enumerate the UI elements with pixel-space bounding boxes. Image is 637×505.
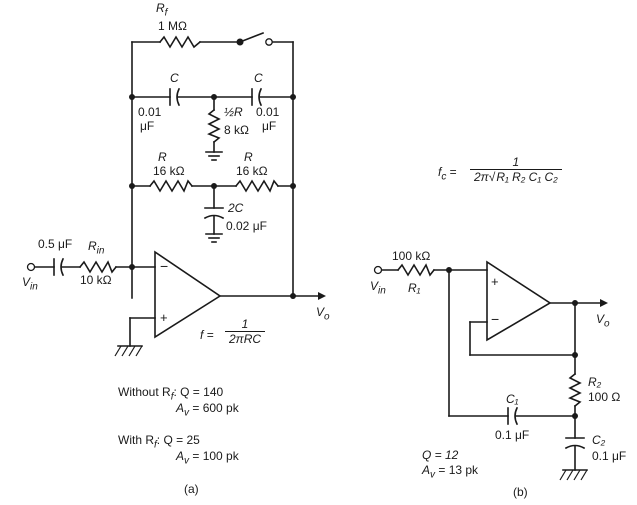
vin-label-b: Vin [370,279,386,297]
caption-b: (b) [513,485,528,499]
r-left-label: R [158,150,167,164]
opamp-a-plus: + [160,310,168,325]
r-right-value: 16 kΩ [236,164,268,178]
rf-value: 1 MΩ [158,19,187,33]
ground-symbol-opamp-a [114,345,143,357]
two-c-value: 0.02 μF [226,219,267,233]
opamp-b-minus: − [491,311,500,327]
half-r-value: 8 kΩ [224,123,249,137]
r1-value: 100 kΩ [392,249,431,263]
rf-label: Rf [156,1,168,19]
c-left-label: C [170,71,179,85]
ground-symbol-2c [205,233,223,243]
freq-formula-lhs: f = [200,328,214,342]
c-left-value-2: μF [140,119,155,133]
junction-dots-b [446,267,578,419]
c2-value: 0.1 μF [592,449,627,463]
without-rf-av: Av = 600 pk [176,401,239,419]
r2-resistor [568,372,582,408]
capacitor-2c [203,207,225,220]
circuit-b-wiring [381,269,601,471]
fc-lhs: fc = [438,165,457,183]
output-arrow-a [318,292,326,300]
rin-label: Rin [88,239,105,257]
capacitor-c1 [507,406,519,426]
av-line-b: Av = 13 pk [422,463,479,481]
rf-resistor [158,35,202,49]
ground-symbol-b [559,469,588,481]
r1-resistor [396,263,436,277]
switch-contact [265,38,273,46]
capacitor-c-right [251,87,263,107]
r-right-label: R [244,150,253,164]
r2-label: R₂ [588,375,602,389]
half-r-resistor [207,108,221,144]
r2-value: 100 Ω [588,390,621,404]
rin-resistor [78,260,118,274]
switch-pivot [236,38,244,46]
with-rf-q: With Rf: Q = 25 [118,433,200,451]
r1-label: R₁ [408,281,421,295]
half-r-label: ½R [224,105,243,119]
vin-label-a: Vin [22,275,38,293]
cin-value: 0.5 μF [38,237,73,251]
c-right-label: C [254,71,263,85]
r-16k-left [148,179,194,193]
vo-label-b: Vo [596,312,610,330]
c-right-value-1: 0.01 [256,105,280,119]
without-rf-q: Without Rf: Q = 140 [118,385,224,403]
r-left-value: 16 kΩ [153,164,185,178]
c2-label: C₂ [592,433,606,447]
op-amp-a [154,250,222,339]
op-amp-b [486,260,552,342]
c1-value: 0.1 μF [495,428,530,442]
vo-label-a: Vo [316,305,330,323]
freq-formula-fraction: 1 2πRC [225,317,266,346]
capacitor-c2 [564,437,586,450]
opamp-a-minus: − [160,258,169,274]
capacitor-c-left [169,87,181,107]
ground-symbol-half-r [205,151,223,161]
fc-fraction: 1 2π√R₁ R₂ C₁ C₂ [470,155,562,184]
rin-value: 10 kΩ [80,273,112,287]
with-rf-av: Av = 100 pk [176,449,239,467]
capacitor-input [53,257,65,277]
switch-blade [238,31,265,44]
vin-terminal-a [26,262,36,272]
c-right-value-2: μF [262,119,277,133]
two-c-label: 2C [228,201,244,215]
c-left-value-1: 0.01 [138,105,162,119]
c1-label: C₁ [506,392,519,406]
caption-a: (a) [184,482,199,496]
opamp-b-plus: + [491,274,499,289]
junction-dots-a [129,94,296,299]
output-arrow-b [600,299,608,307]
r-16k-right [234,179,280,193]
vin-terminal-b [373,265,383,275]
q-line-b: Q = 12 [422,448,459,462]
